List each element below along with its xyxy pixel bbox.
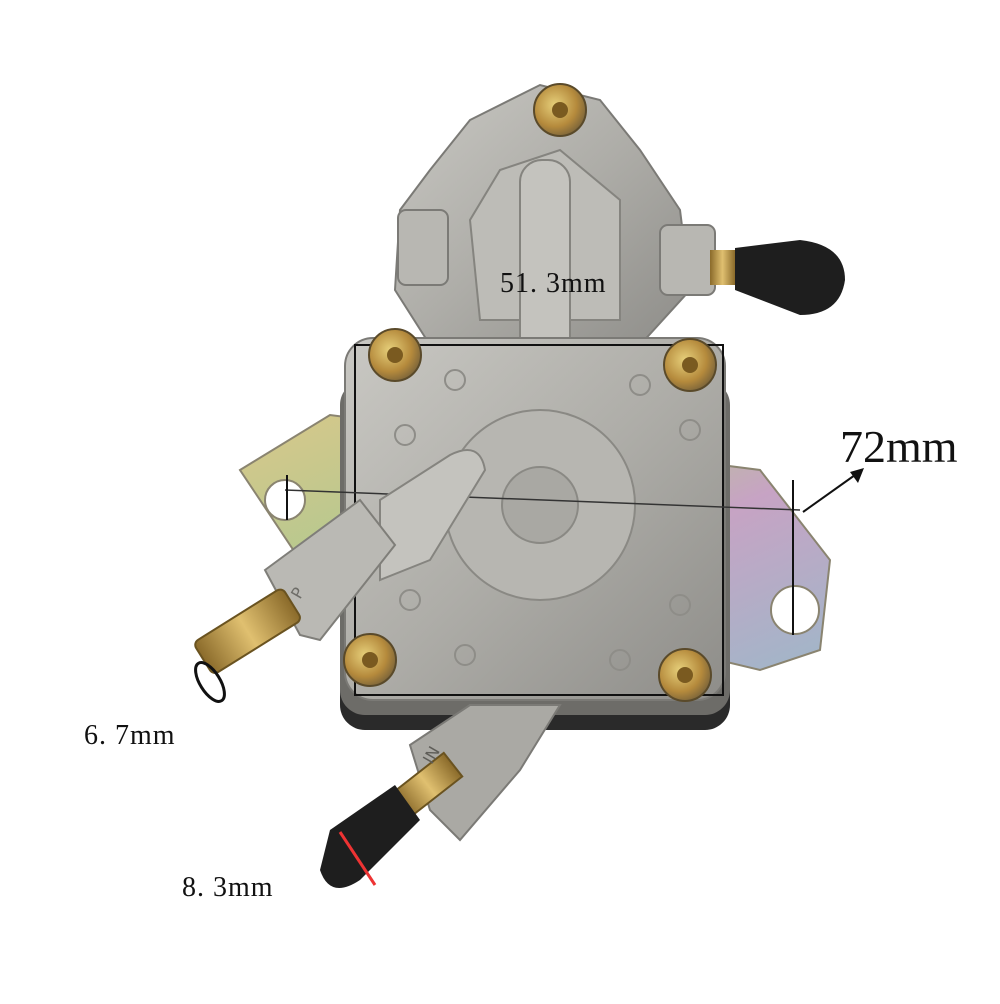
inlet-dimension-label: 8. 3mm (182, 872, 274, 903)
upper-nozzle (710, 240, 845, 315)
inlet-marking: IN (419, 743, 444, 767)
span-dimension-label: 72mm (840, 421, 958, 472)
bolts (343, 83, 717, 702)
inlet-pipe (320, 704, 562, 888)
width-dimension-label: 51. 3mm (500, 268, 607, 299)
outlet-pipe (194, 449, 487, 703)
outlet-dimension-label: 6. 7mm (84, 720, 176, 751)
pump-body (344, 337, 726, 701)
